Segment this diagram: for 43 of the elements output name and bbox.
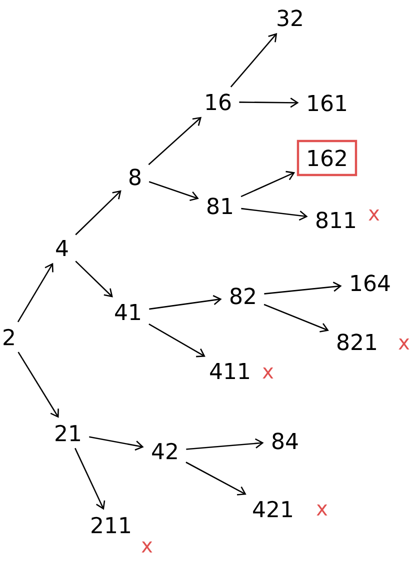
arrow (186, 462, 246, 496)
arrow (74, 448, 106, 510)
number-label: 411 (210, 362, 249, 380)
arrow (186, 438, 264, 450)
arrow (264, 282, 342, 294)
arrow (75, 260, 113, 298)
arrow (18, 352, 59, 418)
number-label: 21 (56, 424, 80, 442)
number-label: 161 (308, 94, 346, 112)
arrow (230, 33, 278, 88)
number-label: 42 (152, 442, 177, 460)
highlight-frame (296, 140, 358, 176)
cross-mark: x (262, 368, 274, 378)
arrow (241, 208, 308, 221)
number-label: 811 (316, 212, 355, 228)
number-label: 421 (253, 500, 292, 518)
number-label: 4 (56, 240, 68, 256)
number-label: 16 (206, 94, 231, 110)
arrow (240, 170, 296, 198)
arrow (239, 98, 299, 108)
number-label: 8 (130, 168, 140, 186)
number-label: 32 (278, 10, 302, 26)
arrow (148, 116, 202, 166)
number-label: 821 (338, 334, 376, 350)
arrow (149, 295, 222, 310)
number-label: 84 (272, 432, 298, 450)
arrow (148, 324, 206, 358)
number-label: 82 (230, 288, 255, 304)
number-label: 164 (351, 274, 390, 292)
cross-mark: x (142, 542, 152, 552)
number-label: 41 (115, 304, 140, 320)
number-label: 162 (308, 150, 346, 166)
cross-mark: x (316, 504, 328, 516)
number-label: 211 (92, 516, 130, 534)
cross-mark: x (368, 210, 380, 220)
cross-mark: x (398, 338, 410, 350)
arrow (75, 190, 122, 236)
number-label: 81 (208, 198, 232, 214)
arrow (89, 436, 144, 451)
arrow (264, 304, 329, 332)
arrow (148, 181, 199, 202)
arrow (17, 262, 54, 322)
number-label: 2 (4, 328, 14, 346)
